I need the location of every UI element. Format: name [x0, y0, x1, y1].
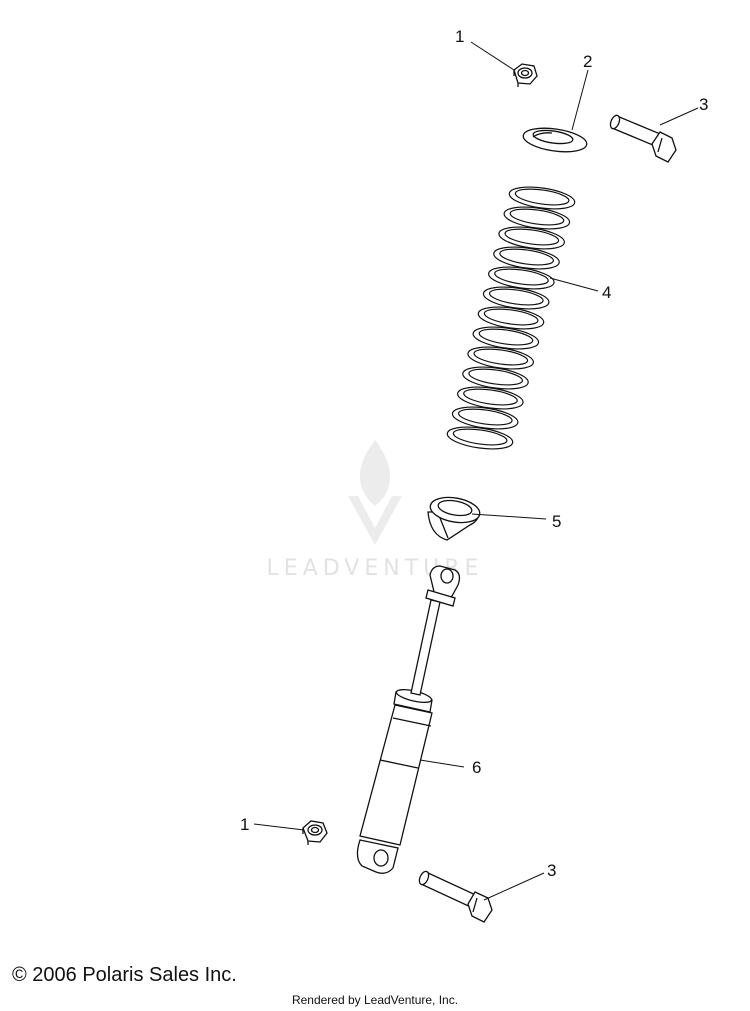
callout-shock: 6 [472, 758, 481, 777]
bolt-top[interactable] [609, 114, 677, 163]
spring-coil-inner [509, 208, 565, 226]
bolt-icon [609, 114, 677, 163]
washer[interactable] [522, 125, 588, 156]
callout-washer: 2 [583, 52, 592, 71]
spring-seat-icon [427, 496, 481, 541]
spring-seat[interactable] [427, 494, 482, 541]
nut-icon [513, 63, 538, 87]
rendered-by-credit: Rendered by LeadVenture, Inc. [291, 993, 459, 1007]
coil-spring-icon [446, 186, 576, 450]
nut-top[interactable] [513, 63, 538, 87]
callout-nut-top: 1 [455, 27, 464, 46]
spring-coil-inner [478, 328, 534, 346]
nut-icon [302, 820, 328, 845]
spring-coil-inner [463, 388, 518, 406]
spring-coil-inner [452, 428, 508, 446]
callout-bolt-top: 3 [699, 95, 708, 114]
shock-absorber-icon [356, 565, 461, 874]
spring-coil-inner [468, 368, 523, 386]
coil-spring[interactable] [446, 184, 576, 453]
bolt-bottom[interactable] [417, 870, 493, 923]
spring-coil [446, 426, 514, 450]
spring-coil-inner [514, 188, 570, 206]
spring-coil-inner [499, 248, 554, 266]
copyright-notice: © 2006 Polaris Sales Inc. [12, 964, 237, 986]
spring-coil-inner [457, 408, 513, 426]
nut-bottom[interactable] [302, 820, 328, 845]
spring-coil-inner [488, 288, 544, 306]
flame-logo-icon [348, 440, 402, 545]
spring-coil-inner [483, 308, 539, 326]
callouts: 1 2 3 4 5 6 1 3 [240, 27, 708, 880]
callout-nut-bottom: 1 [240, 815, 249, 834]
callout-bolt-bottom: 3 [547, 861, 556, 880]
callout-spring: 4 [602, 283, 611, 302]
washer-icon [522, 127, 588, 153]
callout-spring-seat: 5 [552, 512, 561, 531]
spring-coil-inner [504, 228, 560, 246]
shock-absorber[interactable] [356, 565, 461, 874]
spring-coil-inner [494, 268, 549, 286]
spring-coil-inner [473, 348, 529, 366]
leader-lines [253, 41, 699, 901]
bolt-icon [418, 870, 493, 923]
